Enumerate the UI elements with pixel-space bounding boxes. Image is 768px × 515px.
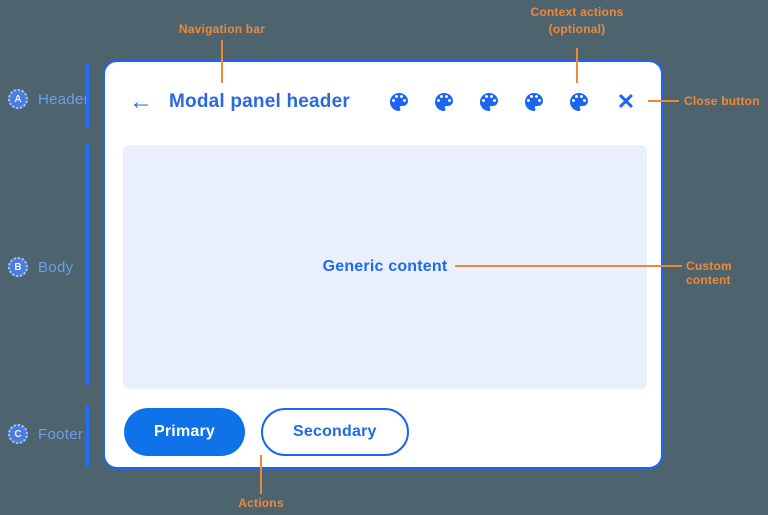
callout-close-button: Close button [684,94,760,108]
bracket-header-segment [86,63,89,128]
callout-custom-content: Custom content [686,259,732,287]
modal-title: Modal panel header [169,91,350,112]
leader-line-actions [260,455,262,494]
leader-line-context-actions [576,48,578,83]
section-badge-b: B [8,257,28,277]
callout-context-actions-line1: Context actions [530,5,624,19]
section-badge-a: A [8,89,28,109]
section-label-footer: C Footer [8,424,83,444]
callout-actions: Actions [238,496,284,510]
section-badge-c: C [8,424,28,444]
modal-body: Generic content [123,145,647,389]
generic-content-text: Generic content [322,258,448,275]
section-label-header-text: Header [38,90,89,108]
section-label-body: B Body [8,257,73,277]
secondary-button[interactable]: Secondary [261,408,409,456]
palette-icon[interactable] [567,90,591,114]
section-label-body-text: Body [38,258,74,276]
bracket-footer-segment [86,405,89,467]
leader-line-navigation-bar [221,40,223,83]
modal-header: ← Modal panel header ✕ [129,84,639,120]
section-label-header: A Header [8,89,89,109]
palette-icon[interactable] [477,90,501,114]
modal-footer: Primary Secondary [124,408,409,456]
callout-context-actions: Context actions (optional) [507,4,647,38]
primary-button[interactable]: Primary [124,408,245,456]
leader-line-close-button [648,100,679,102]
back-arrow-icon[interactable]: ← [129,87,159,117]
section-label-footer-text: Footer [38,425,84,443]
close-icon[interactable]: ✕ [613,89,639,115]
modal-panel: ← Modal panel header ✕ [103,60,663,469]
callout-navigation-bar: Navigation bar [178,22,266,36]
palette-icon[interactable] [522,90,546,114]
bracket-body-segment [86,144,89,385]
palette-icon[interactable] [387,90,411,114]
leader-line-custom-content [455,265,682,267]
callout-context-actions-line2: (optional) [548,22,606,36]
palette-icon[interactable] [432,90,456,114]
context-actions-group [387,90,591,114]
